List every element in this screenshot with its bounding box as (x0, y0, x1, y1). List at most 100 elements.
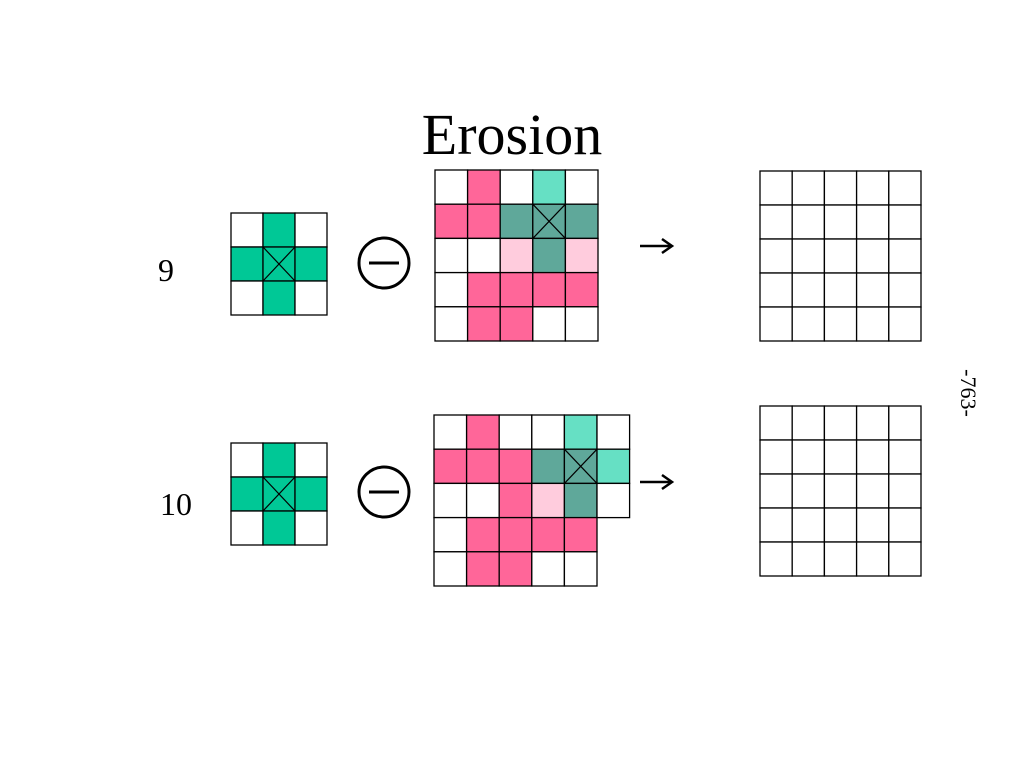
input-image-cell (531, 516, 566, 553)
structuring-element-cell (230, 280, 264, 316)
input-image-cell (499, 203, 534, 240)
input-image-cell (499, 306, 534, 342)
result-grid-cell (759, 272, 793, 308)
input-image-cell (466, 271, 501, 308)
input-image-cell (465, 482, 500, 519)
result-grid-cell (791, 405, 826, 441)
result-grid-cell (888, 238, 922, 274)
input-image-cell (499, 169, 534, 205)
result-grid-cell (823, 405, 858, 441)
input-image-cell (466, 169, 501, 205)
input-image-cell (466, 306, 501, 342)
result-grid-cell (855, 473, 890, 509)
result-grid-cell (759, 306, 793, 342)
input-image-cell (532, 169, 567, 205)
result-grid-cell (888, 272, 922, 308)
result-grid-cell (791, 238, 826, 274)
result-grid-cell (823, 473, 858, 509)
input-image-origin-mark (563, 448, 598, 484)
result-grid-cell (791, 272, 826, 308)
structuring-element-cell (294, 476, 328, 512)
structuring-element-origin-mark (262, 246, 296, 282)
input-image-cell (434, 169, 469, 205)
structuring-element-cell (294, 442, 328, 478)
input-image-cell (465, 414, 500, 450)
result-grid-cell (759, 541, 793, 577)
erosion-operator-icon (357, 465, 411, 519)
result-grid-cell (791, 170, 826, 206)
result-grid-cell (823, 238, 858, 274)
result-grid-cell (791, 439, 826, 475)
input-image-cell (465, 516, 500, 553)
input-image-cell (498, 448, 533, 485)
input-image-cell (499, 271, 534, 308)
input-image-cell (564, 237, 599, 274)
input-image-cell (434, 237, 469, 274)
input-image-cell (433, 414, 468, 450)
result-grid-cell (759, 405, 793, 441)
structuring-element-cell (294, 246, 328, 282)
result-grid-cell (855, 507, 890, 543)
result-grid-cell (759, 238, 793, 274)
result-grid-cell (823, 204, 858, 240)
arrow-icon (661, 237, 675, 255)
input-image-cell (498, 551, 533, 587)
input-image-cell (563, 551, 598, 587)
result-grid-cell (791, 541, 826, 577)
structuring-element-cell (294, 510, 328, 546)
input-image-cell (465, 448, 500, 485)
structuring-element-cell (262, 280, 296, 316)
result-grid-cell (759, 204, 793, 240)
input-image-cell (596, 482, 631, 519)
input-image-cell (499, 237, 534, 274)
input-image-cell (532, 306, 567, 342)
structuring-element-cell (294, 280, 328, 316)
result-grid-cell (888, 170, 922, 206)
input-image-cell (564, 203, 599, 240)
result-grid-cell (888, 405, 922, 441)
input-image-cell (498, 482, 533, 519)
result-grid-cell (759, 507, 793, 543)
input-image-cell (433, 551, 468, 587)
structuring-element-cell (230, 246, 264, 282)
structuring-element-cell (230, 476, 264, 512)
input-image-cell (532, 237, 567, 274)
input-image-cell (596, 448, 631, 485)
erosion-operator-icon (357, 236, 411, 290)
input-image-cell (563, 414, 598, 450)
input-image-cell (531, 551, 566, 587)
result-grid-cell (888, 541, 922, 577)
input-image-cell (433, 482, 468, 519)
input-image-cell (433, 448, 468, 485)
input-image-cell (564, 271, 599, 308)
input-image-cell (433, 516, 468, 553)
row-label-10: 10 (160, 486, 192, 522)
structuring-element-origin-mark (262, 476, 296, 512)
input-image-cell (532, 271, 567, 308)
result-grid-cell (759, 473, 793, 509)
page-title: Erosion (421, 102, 603, 167)
input-image-cell (531, 482, 566, 519)
result-grid-cell (855, 405, 890, 441)
result-grid-cell (888, 507, 922, 543)
result-grid-cell (791, 204, 826, 240)
input-image-cell (498, 414, 533, 450)
arrow-icon (661, 473, 675, 491)
structuring-element-cell (230, 442, 264, 478)
result-grid-cell (759, 439, 793, 475)
result-grid-cell (855, 170, 890, 206)
result-grid-cell (791, 306, 826, 342)
structuring-element-cell (294, 212, 328, 248)
input-image-cell (563, 482, 598, 519)
result-grid-cell (823, 507, 858, 543)
input-image-cell (531, 448, 566, 485)
structuring-element-cell (262, 510, 296, 546)
result-grid-cell (759, 170, 793, 206)
input-image-cell (466, 237, 501, 274)
structuring-element-cell (262, 442, 296, 478)
result-grid-cell (855, 306, 890, 342)
result-grid-cell (791, 507, 826, 543)
input-image-cell (434, 306, 469, 342)
structuring-element-cell (230, 212, 264, 248)
structuring-element-cell (262, 212, 296, 248)
